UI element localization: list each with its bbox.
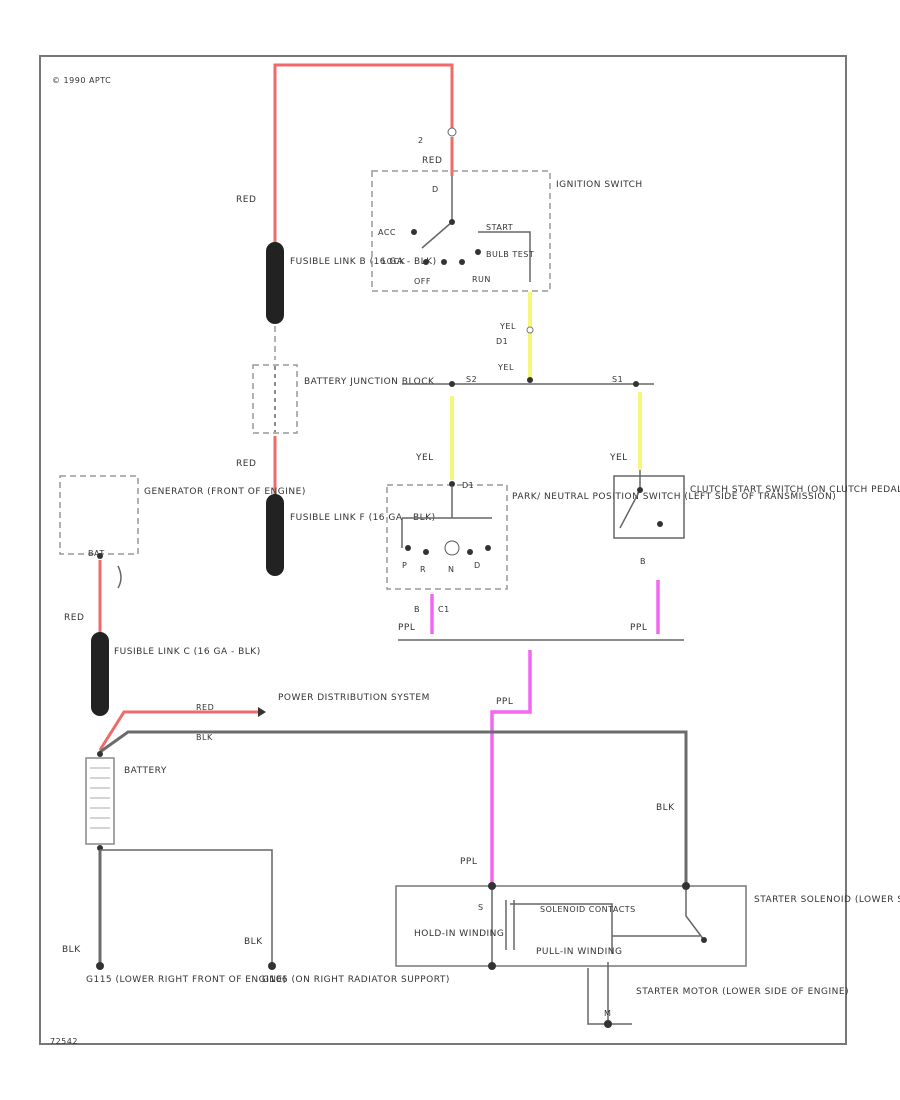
starter-holdin-label: HOLD-IN WINDING: [414, 929, 504, 939]
starter-contacts-label: SOLENOID CONTACTS: [540, 905, 636, 914]
ignition-switch-label: IGNITION SWITCH: [556, 180, 643, 190]
starter-motor-code: M: [604, 1009, 611, 1018]
wire-label-red-ign: RED: [422, 156, 442, 166]
ign-pos-bulb: BULB TEST: [486, 250, 534, 259]
pnp-pin-bottom: C1: [438, 605, 450, 614]
wire-label-ppl-start: PPL: [460, 857, 477, 867]
generator-label: GENERATOR (FRONT OF ENGINE): [144, 487, 306, 497]
pnp-pin-b: B: [414, 605, 420, 614]
wire-label-blk-g106: BLK: [244, 937, 263, 947]
wire-label-pwr-blk: BLK: [196, 733, 213, 742]
pnp-pin-r: R: [420, 565, 426, 574]
ignition-switch-box: [371, 170, 551, 292]
fusible-link-f-label: FUSIBLE LINK F (16 GA - BLK): [290, 513, 436, 523]
ign-pos-acc: ACC: [378, 228, 396, 237]
diagram-code: 72542: [50, 1037, 78, 1046]
battery-junction-block: [252, 364, 298, 434]
starter-motor-symbol: [604, 1020, 612, 1028]
copyright-text: © 1990 APTC: [52, 76, 111, 85]
wire-label-red-mid: RED: [236, 459, 256, 469]
battery-junction-label: BATTERY JUNCTION BLOCK: [304, 377, 435, 387]
wire-label-dk-num: 2: [418, 136, 424, 145]
starter-solenoid-box: [395, 885, 747, 967]
clutch-start-switch-box: [613, 475, 685, 539]
fusible-link-b-label: FUSIBLE LINK B (16 GA - BLK): [290, 257, 437, 267]
ground-g115-label: G115 (LOWER RIGHT FRONT OF ENGINE): [86, 975, 287, 985]
ground-g106-point: [268, 962, 276, 970]
ground-g115-point: [96, 962, 104, 970]
park-neutral-switch-box: [386, 484, 508, 590]
diagram-frame: [39, 55, 847, 1045]
wire-label-ppl-right: PPL: [630, 623, 647, 633]
pnp-pin-d: D: [474, 561, 481, 570]
pnp-label: PARK/ NEUTRAL POSITION SWITCH (LEFT SIDE…: [512, 492, 836, 502]
clutch-switch-label: CLUTCH START SWITCH (ON CLUTCH PEDAL LEV…: [690, 485, 900, 495]
battery-label: BATTERY: [124, 766, 167, 776]
ign-pos-off: OFF: [414, 277, 431, 286]
wire-label-yel-ign-b: D1: [496, 337, 508, 346]
red-feed-wire: [273, 63, 457, 250]
fusible-link-f: [266, 494, 284, 576]
power-dist-label: POWER DISTRIBUTION SYSTEM: [278, 693, 430, 703]
wire-label-yel-ign: YEL: [499, 322, 516, 331]
generator-pin: BAT: [88, 549, 105, 558]
ign-pos-start: START: [486, 223, 513, 232]
pnp-pin-n: N: [448, 565, 454, 574]
wire-label-blk-right: BLK: [656, 803, 675, 813]
starter-pin-s: S: [478, 903, 484, 912]
wire-label-yel-right: YEL: [609, 453, 628, 463]
starter-solenoid-label: STARTER SOLENOID (LOWER SIDE OF ENGINE, …: [754, 895, 900, 905]
fusible-link-b: [266, 242, 284, 324]
wire-label-ppl-left: PPL: [398, 623, 415, 633]
starter-pullin-label: PULL-IN WINDING: [536, 947, 622, 957]
wire-label-blk-g115: BLK: [62, 945, 81, 955]
splice-right-label: S1: [612, 375, 623, 384]
ign-pos-run: RUN: [472, 275, 491, 284]
fusible-link-c: [91, 632, 109, 716]
wire-label-yel-bus: YEL: [497, 363, 514, 372]
generator-box: [59, 475, 139, 555]
wire-label-red-gen: RED: [64, 613, 84, 623]
ground-g106-label: G106 (ON RIGHT RADIATOR SUPPORT): [262, 975, 450, 985]
battery-symbol: [85, 757, 115, 845]
wire-label-yel-left: YEL: [415, 453, 434, 463]
wire-label-pwr-red: RED: [196, 703, 214, 712]
ignition-pin-d: D: [432, 185, 439, 194]
pnp-pin-p: P: [402, 561, 407, 570]
pnp-pin-top: D1: [462, 481, 474, 490]
ign-pos-lock: LOCK: [382, 257, 406, 266]
splice-left-label: S2: [466, 375, 477, 384]
clutch-pin-b: B: [640, 557, 646, 566]
wire-label-ppl-mid: PPL: [496, 697, 513, 707]
starter-motor-label: STARTER MOTOR (LOWER SIDE OF ENGINE): [636, 987, 849, 997]
fusible-link-c-label: FUSIBLE LINK C (16 GA - BLK): [114, 647, 261, 657]
wire-label-red-top: RED: [236, 195, 256, 205]
